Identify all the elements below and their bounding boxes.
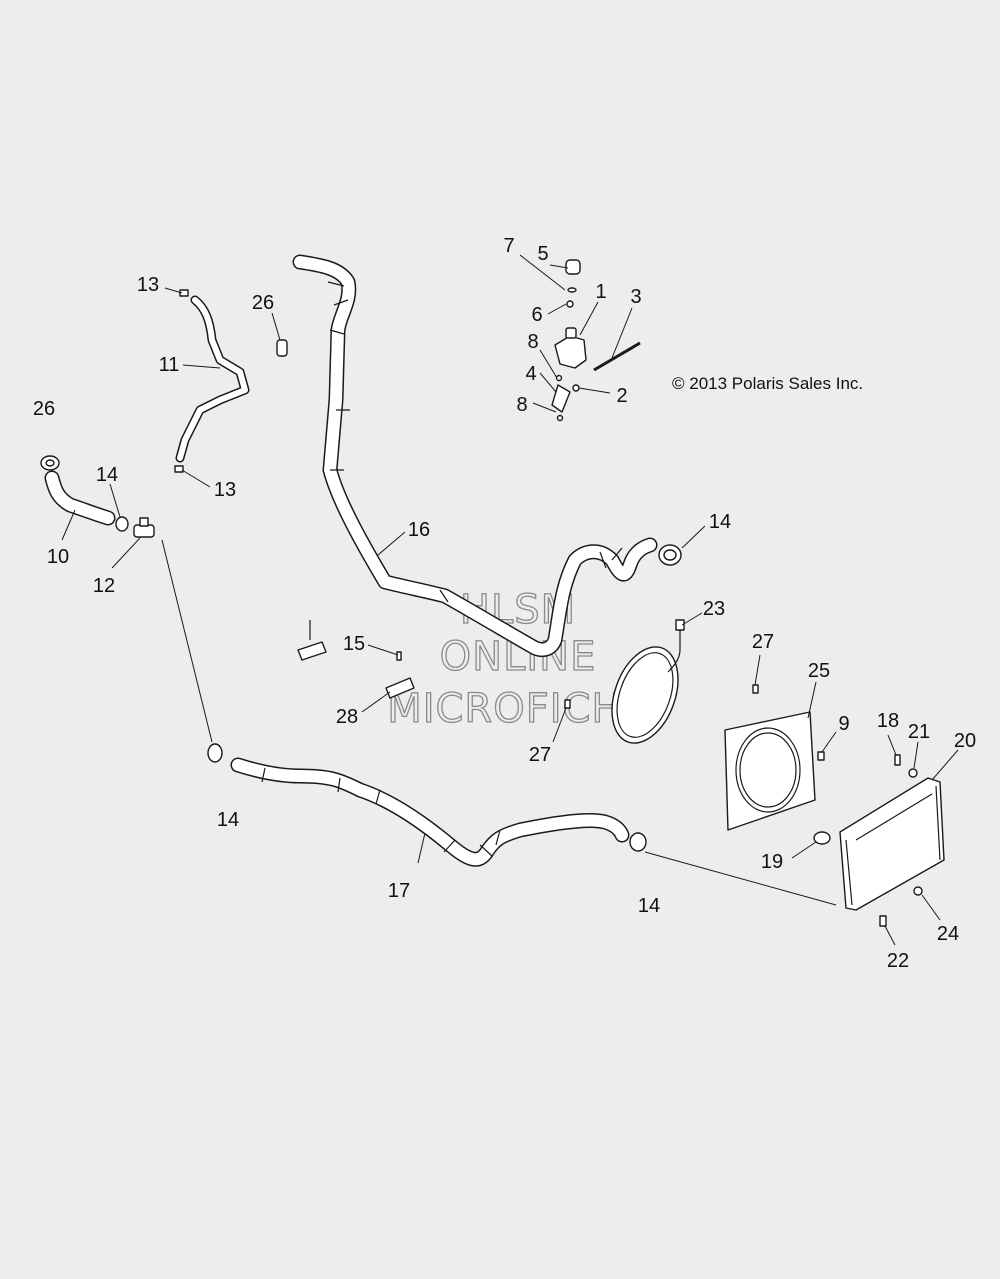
callout-23: 23 <box>703 598 725 620</box>
hose-11[interactable] <box>175 295 250 463</box>
reservoir-assembly[interactable] <box>551 259 641 422</box>
callout-14-left: 14 <box>96 464 118 486</box>
callout-8-lower: 8 <box>516 394 527 416</box>
callout-27-left: 27 <box>529 744 551 766</box>
clamp-14-lower-left[interactable] <box>207 743 223 763</box>
bolt-22[interactable] <box>879 915 887 927</box>
bolt-9[interactable] <box>817 751 825 761</box>
clamp-14-lower-right[interactable] <box>629 832 647 852</box>
vent-tube-3[interactable] <box>593 341 641 372</box>
callout-12: 12 <box>93 575 115 597</box>
callout-24: 24 <box>937 923 959 945</box>
callout-13-lower: 13 <box>214 479 236 501</box>
callout-25: 25 <box>808 660 830 682</box>
copyright-text: © 2013 Polaris Sales Inc. <box>672 374 863 393</box>
screw-27-left[interactable] <box>564 699 571 709</box>
callout-2: 2 <box>616 385 627 407</box>
cap-19[interactable] <box>813 831 831 845</box>
shroud-25[interactable] <box>724 711 816 831</box>
clamp-13-lower[interactable] <box>174 465 184 473</box>
callout-27-right: 27 <box>752 631 774 653</box>
callout-6: 6 <box>531 304 542 326</box>
seal-7 <box>567 287 577 293</box>
callout-14-right: 14 <box>709 511 731 533</box>
hose-10[interactable] <box>44 470 116 526</box>
clamp-14-right-hole <box>663 549 677 561</box>
watermark-line-3: MICROFICHE <box>387 686 649 732</box>
callout-19: 19 <box>761 851 783 873</box>
callout-16: 16 <box>408 519 430 541</box>
callout-22: 22 <box>887 950 909 972</box>
connector-12[interactable] <box>133 524 155 538</box>
fastener-2 <box>572 384 580 392</box>
clamp-14-left[interactable] <box>115 516 129 532</box>
callout-8-upper: 8 <box>527 331 538 353</box>
callout-10: 10 <box>47 546 69 568</box>
hose-17[interactable] <box>230 757 630 867</box>
callout-5: 5 <box>537 243 548 265</box>
radiator-20[interactable] <box>839 777 945 911</box>
reservoir-neck <box>565 327 577 339</box>
callout-26-upper: 26 <box>252 292 274 314</box>
bracket-4[interactable] <box>551 384 571 413</box>
clip-15[interactable] <box>396 651 402 661</box>
leader-lines <box>61 254 959 946</box>
callout-9: 9 <box>838 713 849 735</box>
connector-12-stub <box>139 517 149 527</box>
bolt-18[interactable] <box>894 754 901 766</box>
hose-16[interactable] <box>292 254 658 658</box>
callout-20: 20 <box>954 730 976 752</box>
callout-14-lower-right: 14 <box>638 895 660 917</box>
screw-8a <box>555 374 563 382</box>
callout-14-lower-left: 14 <box>217 809 239 831</box>
screw-27-right[interactable] <box>752 684 759 694</box>
fitting-6 <box>566 300 574 308</box>
callout-1: 1 <box>595 281 606 303</box>
screw-8b <box>556 414 564 422</box>
callout-28: 28 <box>336 706 358 728</box>
callout-21: 21 <box>908 721 930 743</box>
callout-15: 15 <box>343 633 365 655</box>
nut-21[interactable] <box>908 768 918 778</box>
callout-4: 4 <box>525 363 536 385</box>
clip-set-upper[interactable] <box>297 620 327 661</box>
callout-26-left: 26 <box>33 398 55 420</box>
fan-connector <box>675 619 685 631</box>
clamp-26-left-hole <box>45 459 55 467</box>
callout-17: 17 <box>388 880 410 902</box>
callout-11: 11 <box>159 354 180 376</box>
clip-set-28[interactable] <box>385 677 415 699</box>
cap-5[interactable] <box>565 259 581 275</box>
callout-7: 7 <box>503 235 514 257</box>
fan-23[interactable] <box>600 619 691 752</box>
callout-labels: 5 7 1 3 6 8 4 2 8 13 26 11 26 13 14 10 1… <box>33 235 976 972</box>
callout-3: 3 <box>630 286 641 308</box>
reservoir-1[interactable] <box>554 335 587 369</box>
callout-13-upper: 13 <box>137 274 159 296</box>
grommet-24[interactable] <box>913 886 923 896</box>
clamp-26-upper[interactable] <box>276 339 288 357</box>
clamp-13-upper[interactable] <box>179 289 189 297</box>
callout-18: 18 <box>877 710 899 732</box>
watermark: HLSM ONLINE MICROFICHE <box>387 586 649 732</box>
